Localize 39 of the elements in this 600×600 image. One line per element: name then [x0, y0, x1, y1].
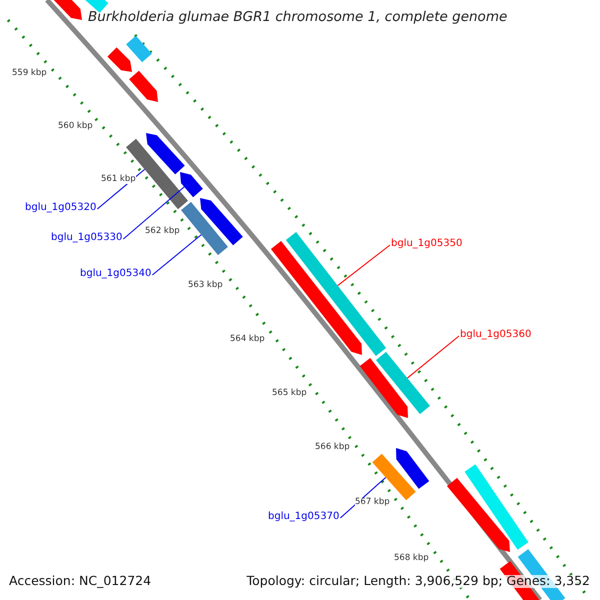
- gene-feature: [180, 172, 203, 198]
- leader-line: [337, 244, 390, 286]
- gene-feature: [464, 464, 528, 550]
- scale-label: 563 kbp: [188, 281, 223, 290]
- gene-feature: [53, 0, 82, 20]
- gene-feature: [447, 478, 510, 552]
- scale-label: 562 kbp: [145, 227, 180, 236]
- gene-feature: [107, 47, 132, 72]
- scale-label: 560 kbp: [58, 122, 93, 130]
- gene-feature: [126, 36, 152, 62]
- map-title: Burkholderia glumae BGR1 chromosome 1, complete genome: [88, 11, 508, 24]
- gene-feature: [146, 133, 185, 174]
- gene-label: bglu_1g05350: [391, 239, 462, 249]
- gene-feature: [360, 358, 408, 418]
- leader-line: [406, 336, 460, 379]
- gene-label: bglu_1g05360: [460, 330, 532, 340]
- leader-line: [122, 186, 185, 240]
- gene-feature: [181, 202, 228, 256]
- gene-feature: [396, 448, 430, 489]
- scale-label: 559 kbp: [12, 69, 47, 78]
- accession-text: Accession: NC_012724: [9, 575, 152, 588]
- gene-feature: [129, 70, 158, 102]
- gene-feature: [376, 352, 430, 414]
- leader-line: [152, 234, 202, 276]
- gene-feature: [200, 198, 243, 246]
- genome-info-text: Topology: circular; Length: 3,906,529 bp; Genes: 3,352: [246, 575, 590, 588]
- scale-label: 568 kbp: [394, 554, 429, 562]
- gene-feature: [270, 241, 362, 355]
- scale-label: 565 kbp: [272, 389, 307, 398]
- scale-label: 567 kbp: [355, 498, 390, 506]
- leader-line: [340, 476, 386, 518]
- gene-label: bglu_1g05330: [51, 233, 122, 243]
- scale-label: 564 kbp: [230, 335, 265, 344]
- gene-label: bglu_1g05320: [25, 203, 96, 213]
- scale-label: 566 kbp: [315, 443, 350, 452]
- gene-feature: [286, 232, 386, 356]
- gene-label: bglu_1g05370: [268, 512, 340, 522]
- gene-label: bglu_1g05340: [80, 269, 152, 279]
- scale-label: 561 kbp: [101, 175, 136, 184]
